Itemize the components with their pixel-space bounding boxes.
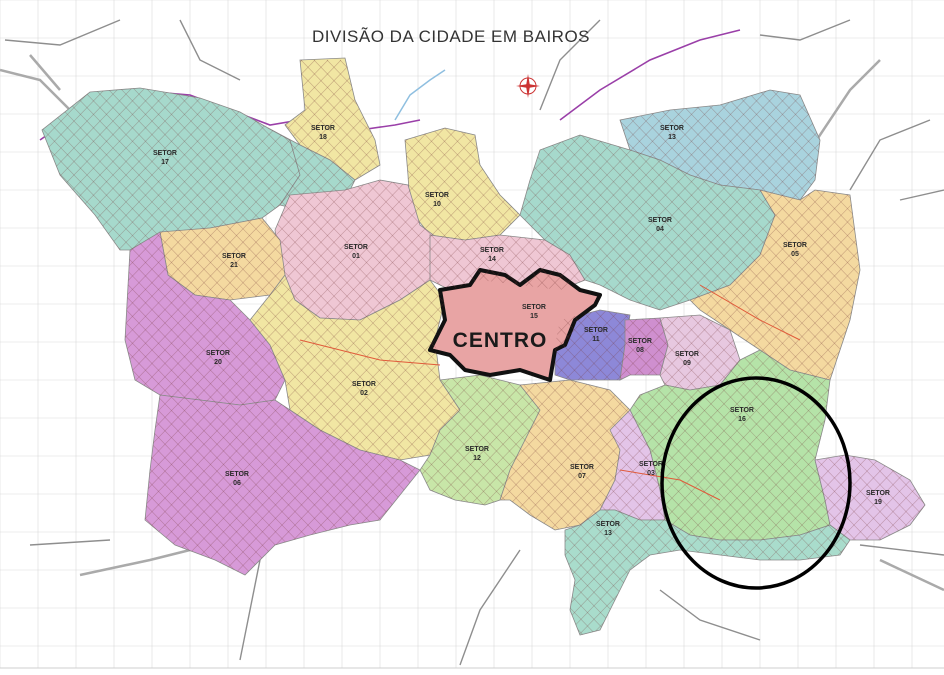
sector-06 bbox=[144, 394, 421, 576]
highways bbox=[0, 19, 944, 666]
river-line-east bbox=[559, 29, 741, 121]
map-title: DIVISÃO DA CIDADE EM BAIROS bbox=[312, 27, 590, 46]
stream bbox=[394, 69, 446, 121]
main-avenues bbox=[299, 284, 801, 501]
sector-centro bbox=[428, 268, 602, 382]
compass-rose-icon bbox=[516, 74, 540, 98]
centro-label: CENTRO bbox=[453, 329, 548, 352]
sector-19 bbox=[814, 454, 926, 541]
highlight-circle bbox=[660, 376, 852, 590]
sector-07 bbox=[499, 379, 631, 531]
